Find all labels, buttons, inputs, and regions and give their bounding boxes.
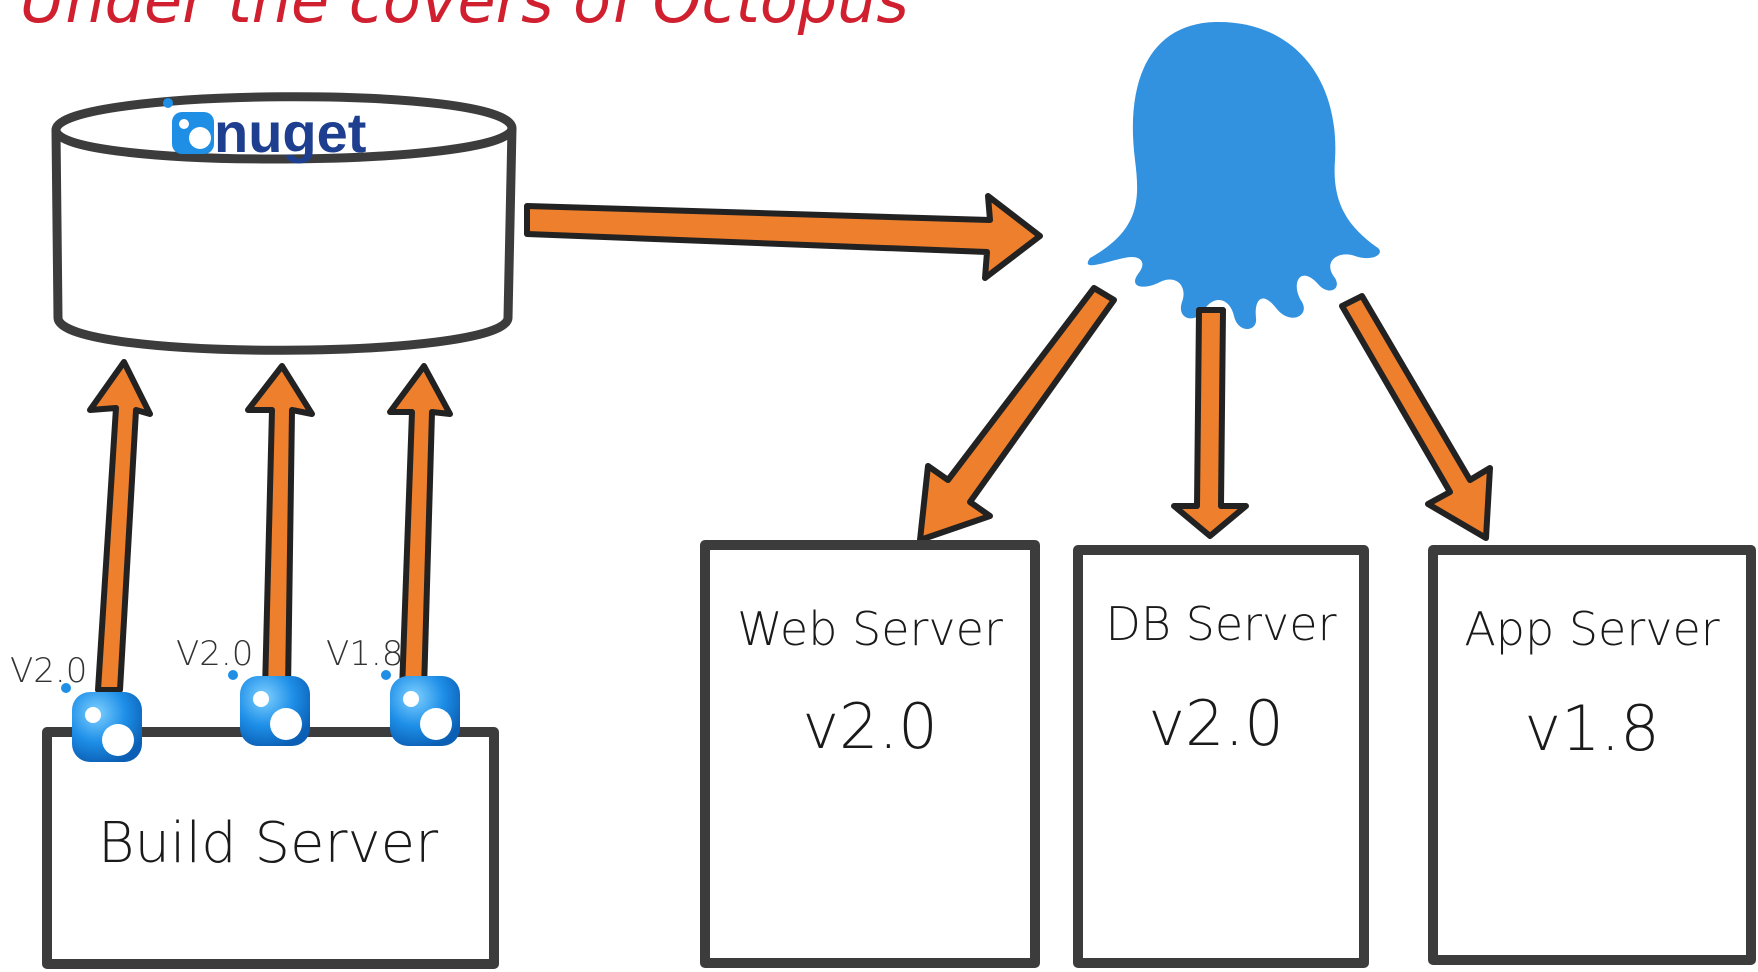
app-server-name: App Server xyxy=(1464,602,1719,656)
arrow-build-to-repo-1 xyxy=(87,359,153,693)
package-3: V1.8 xyxy=(326,634,460,746)
arrow-octopus-to-web xyxy=(917,285,1117,543)
arrow-build-to-repo-3 xyxy=(387,363,453,693)
nuget-package-icon xyxy=(240,676,310,746)
arrow-repo-to-octopus xyxy=(524,193,1043,281)
arrow-octopus-to-db xyxy=(1171,307,1249,539)
nuget-package-icon xyxy=(390,676,460,746)
build-server: Build Server xyxy=(42,727,499,969)
octopus-logo-icon xyxy=(1087,21,1380,329)
nuget-package-icon xyxy=(72,692,142,762)
db-server: DB Server v2.0 xyxy=(1073,545,1369,968)
nuget-logo: nuget xyxy=(163,98,366,164)
arrow-octopus-to-app xyxy=(1339,293,1493,541)
nuget-repository: nuget xyxy=(51,92,517,355)
package-version-2: V2.0 xyxy=(176,634,253,674)
db-server-version: v2.0 xyxy=(1148,687,1283,760)
package-1: V2.0 xyxy=(10,651,142,762)
package-version-1: V2.0 xyxy=(10,651,87,691)
package-version-3: V1.8 xyxy=(326,634,403,674)
app-server-version: v1.8 xyxy=(1524,692,1659,765)
db-server-name: DB Server xyxy=(1105,597,1336,651)
package-2: V2.0 xyxy=(176,634,310,746)
web-server-version: v2.0 xyxy=(802,690,937,763)
web-server-name: Web Server xyxy=(737,602,1003,656)
nuget-logo-text: nuget xyxy=(214,101,366,164)
build-server-label: Build Server xyxy=(98,811,438,876)
web-server: Web Server v2.0 xyxy=(700,540,1040,968)
arrow-build-to-repo-2 xyxy=(245,363,315,693)
app-server: App Server v1.8 xyxy=(1428,545,1756,965)
diagram-title: Under the covers of Octopus xyxy=(20,0,909,37)
